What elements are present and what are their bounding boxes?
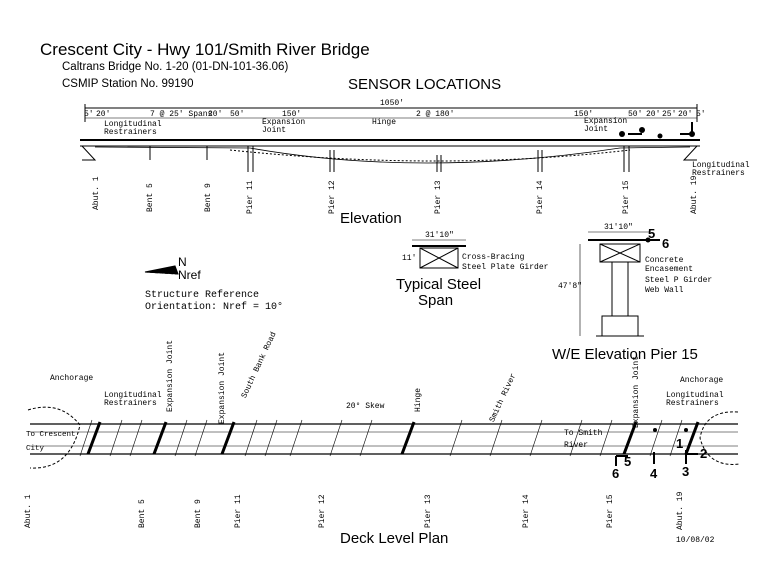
concrete-encasement-label: Concrete Encasement <box>645 256 694 274</box>
dim-20: 20' <box>96 110 111 119</box>
long-restrainers-left: Longitudinal Restrainers <box>104 120 162 137</box>
plan-sensor-6: 6 <box>612 466 620 481</box>
dim-180: 2 @ 180' <box>416 110 455 119</box>
skew-label: 20° Skew <box>346 402 385 411</box>
cross-bracing-label: Cross-Bracing <box>462 253 525 262</box>
overall-length: 1050' <box>380 99 405 108</box>
elev-label-pier11: Pier 11 <box>246 180 255 214</box>
dim-150: 150' <box>282 110 302 119</box>
plan-long-restrainers-left: Longitudinal Restrainers <box>104 391 162 408</box>
exp-joint-left: Expansion Joint <box>262 118 306 135</box>
pier15-caption: W/E Elevation Pier 15 <box>552 346 698 363</box>
pier15-sensor-5: 5 <box>648 226 656 241</box>
dim-50b: 50' <box>628 110 643 119</box>
dim-25: 25' <box>662 110 677 119</box>
steel-span-height: 11' <box>402 254 417 263</box>
anchorage-right: Anchorage <box>680 376 724 385</box>
elev-label-pier15: Pier 15 <box>622 180 631 214</box>
elevation-caption: Elevation <box>340 210 402 227</box>
nref-label: Nref <box>178 268 201 282</box>
steel-p-girder-label: Steel P Girder <box>645 276 713 285</box>
plan-long-restrainers-right: Longitudinal Restrainers <box>666 391 724 408</box>
hinge-elevation: Hinge <box>372 118 397 127</box>
to-smith-river: To Smith River <box>564 429 603 450</box>
exp-joint-right: Expansion Joint <box>584 117 628 134</box>
plan-caption: Deck Level Plan <box>340 530 449 547</box>
station-number: CSMIP Station No. 99190 <box>62 78 194 90</box>
plan-label-pier15: Pier 15 <box>606 494 615 528</box>
plan-exp-joint-2: Expansion Joint <box>218 351 227 424</box>
dim-20b: 20' <box>208 110 223 119</box>
pier15-height: 47'8" <box>558 282 583 291</box>
web-wall-label: Web Wall <box>645 286 684 295</box>
plan-label-abut1: Abut. 1 <box>24 494 33 528</box>
orientation-text2: Orientation: Nref = 10° <box>145 302 284 313</box>
dim-20c: 20' <box>646 110 661 119</box>
plan-sensor-1: 1 <box>676 436 684 451</box>
plan-sensor-4: 4 <box>650 466 658 481</box>
plan-label-pier12: Pier 12 <box>318 494 327 528</box>
anchorage-left: Anchorage <box>50 374 94 383</box>
plan-exp-joint-right: Expansion Joint <box>632 355 641 428</box>
plan-label-pier13: Pier 13 <box>424 494 433 528</box>
pier15-width: 31'10" <box>604 223 633 232</box>
plan-sensor-5: 5 <box>624 454 632 469</box>
plan-sensor-3: 3 <box>682 464 690 479</box>
plan-hinge: Hinge <box>414 387 423 412</box>
plan-label-abut19: Abut. 19 <box>676 491 685 530</box>
dim-5b: 5' <box>696 110 706 119</box>
dim-150b: 150' <box>574 110 594 119</box>
steel-span-width: 31'10" <box>425 231 454 240</box>
dim-spans: 7 @ 25' Spans <box>150 110 213 119</box>
steel-span-caption-1: Typical Steel <box>396 276 482 293</box>
steel-span-caption-2: Span <box>418 292 454 309</box>
pier15-sensor-6: 6 <box>662 236 670 251</box>
plan-label-bent5: Bent 5 <box>138 499 147 528</box>
plan-label-pier14: Pier 14 <box>522 494 531 528</box>
drawing-date: 10/08/02 <box>676 536 715 545</box>
dim-5: 5' <box>84 110 94 119</box>
steel-plate-girder-label: Steel Plate Girder <box>462 263 549 272</box>
to-crescent-city: To Crescent City <box>26 431 76 453</box>
plan-label-pier11: Pier 11 <box>234 494 243 528</box>
drawing-title: Crescent City - Hwy 101/Smith River Brid… <box>40 40 370 59</box>
plan-sensor-2: 2 <box>700 446 708 461</box>
long-restrainers-right: Longitudinal Restrainers <box>692 161 750 178</box>
dim-50: 50' <box>230 110 245 119</box>
sheet-title: SENSOR LOCATIONS <box>348 76 502 93</box>
elev-label-bent9: Bent 9 <box>204 183 213 212</box>
elev-label-pier14: Pier 14 <box>536 180 545 214</box>
plan-label-bent9: Bent 9 <box>194 499 203 528</box>
elev-label-pier13: Pier 13 <box>434 180 443 214</box>
elev-label-abut19: Abut. 19 <box>690 175 699 214</box>
bridge-number: Caltrans Bridge No. 1-20 (01-DN-101-36.0… <box>62 61 289 73</box>
elev-label-bent5: Bent 5 <box>146 183 155 212</box>
elev-label-pier12: Pier 12 <box>328 180 337 214</box>
plan-exp-joint-1: Expansion Joint <box>166 339 175 412</box>
orientation-text1: Structure Reference <box>145 290 260 301</box>
dim-20d: 20' <box>678 110 693 119</box>
north-label: N <box>178 255 187 269</box>
elev-label-abut1: Abut. 1 <box>92 176 101 210</box>
